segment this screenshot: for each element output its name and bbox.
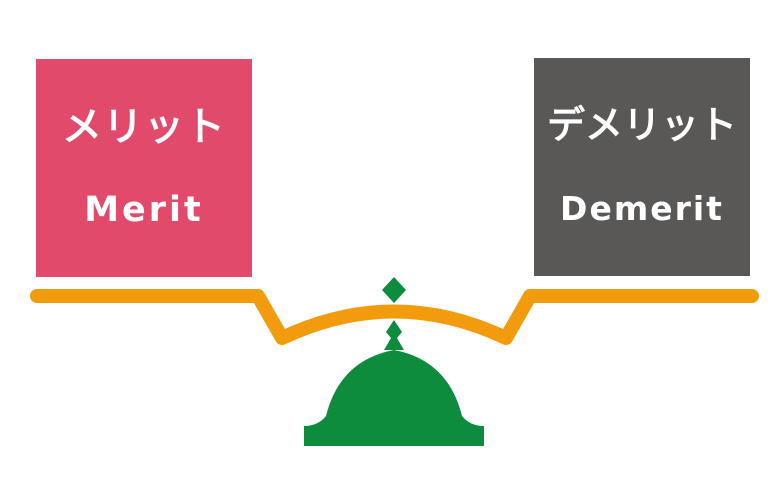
scale-beam <box>30 289 759 345</box>
merit-box: メリット Merit <box>36 59 252 277</box>
demerit-label-jp: デメリット <box>546 103 737 147</box>
scale-base-icon <box>304 350 484 446</box>
merit-label-jp: メリット <box>62 104 226 150</box>
pivot-spire-icon <box>384 320 404 350</box>
pivot-diamond-icon <box>382 277 406 303</box>
demerit-box: デメリット Demerit <box>534 58 750 276</box>
demerit-label-en: Demerit <box>560 189 724 228</box>
merit-label-en: Merit <box>84 190 204 230</box>
